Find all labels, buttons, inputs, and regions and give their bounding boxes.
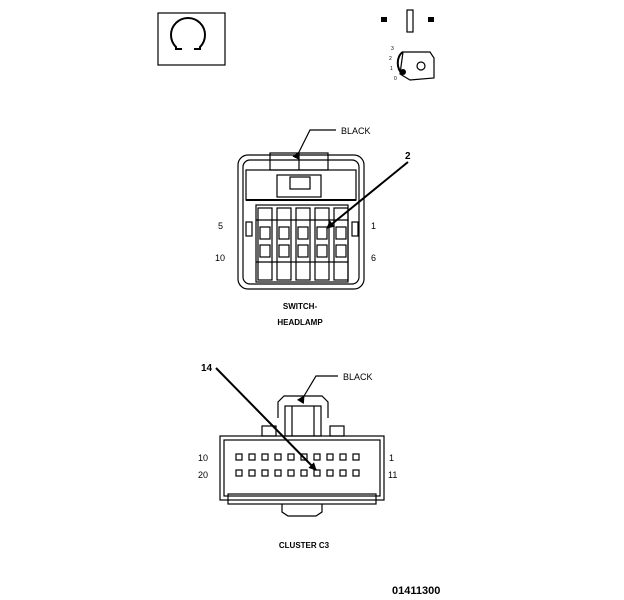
legend-mark-right-icon	[428, 17, 434, 22]
cluster-c3-connector: BLACK 14 10 1 20 11 CLUSTER C3	[198, 363, 397, 550]
legend-mark-left-icon	[381, 17, 387, 22]
cluster-c3-housing	[219, 435, 385, 501]
terminal-latch-icon	[396, 51, 435, 81]
legend-number-0: 0	[394, 76, 397, 82]
switch-headlamp-pin-1: 1	[371, 221, 376, 231]
legend-number-2: 2	[389, 56, 392, 62]
switch-headlamp-pin-6: 6	[371, 253, 376, 263]
figure-id: 01411300	[392, 585, 440, 597]
legend-number-1: 1	[390, 66, 393, 72]
cluster-c3-pin-10: 10	[198, 453, 208, 463]
legend-number-3: 3	[391, 46, 394, 52]
switch-headlamp-name-line1: SWITCH-	[283, 302, 318, 311]
cluster-c3-name: CLUSTER C3	[279, 541, 330, 550]
cluster-c3-pin-11: 11	[388, 470, 397, 480]
cluster-c3-pin-20: 20	[198, 470, 208, 480]
switch-headlamp-housing	[237, 154, 365, 290]
switch-headlamp-cavities	[255, 204, 349, 283]
terminal-legend: 3 2 1 0	[381, 9, 435, 82]
cluster-c3-color-label: BLACK	[343, 372, 373, 382]
cluster-c3-pin-1: 1	[389, 453, 394, 463]
omega-symbol-icon	[157, 12, 226, 66]
switch-headlamp-pin-10: 10	[215, 253, 225, 263]
switch-headlamp-connector: BLACK 2 5 1 10 6 SWITCH- HEADLAMP	[215, 126, 411, 327]
switch-headlamp-callout: 2	[405, 151, 411, 162]
cluster-c3-cavities	[235, 453, 360, 477]
terminal-blade-icon	[406, 9, 414, 33]
cluster-c3-callout: 14	[201, 363, 213, 374]
switch-headlamp-pin-5: 5	[218, 221, 223, 231]
switch-headlamp-name-line2: HEADLAMP	[277, 318, 323, 327]
switch-headlamp-color-label: BLACK	[341, 126, 371, 136]
